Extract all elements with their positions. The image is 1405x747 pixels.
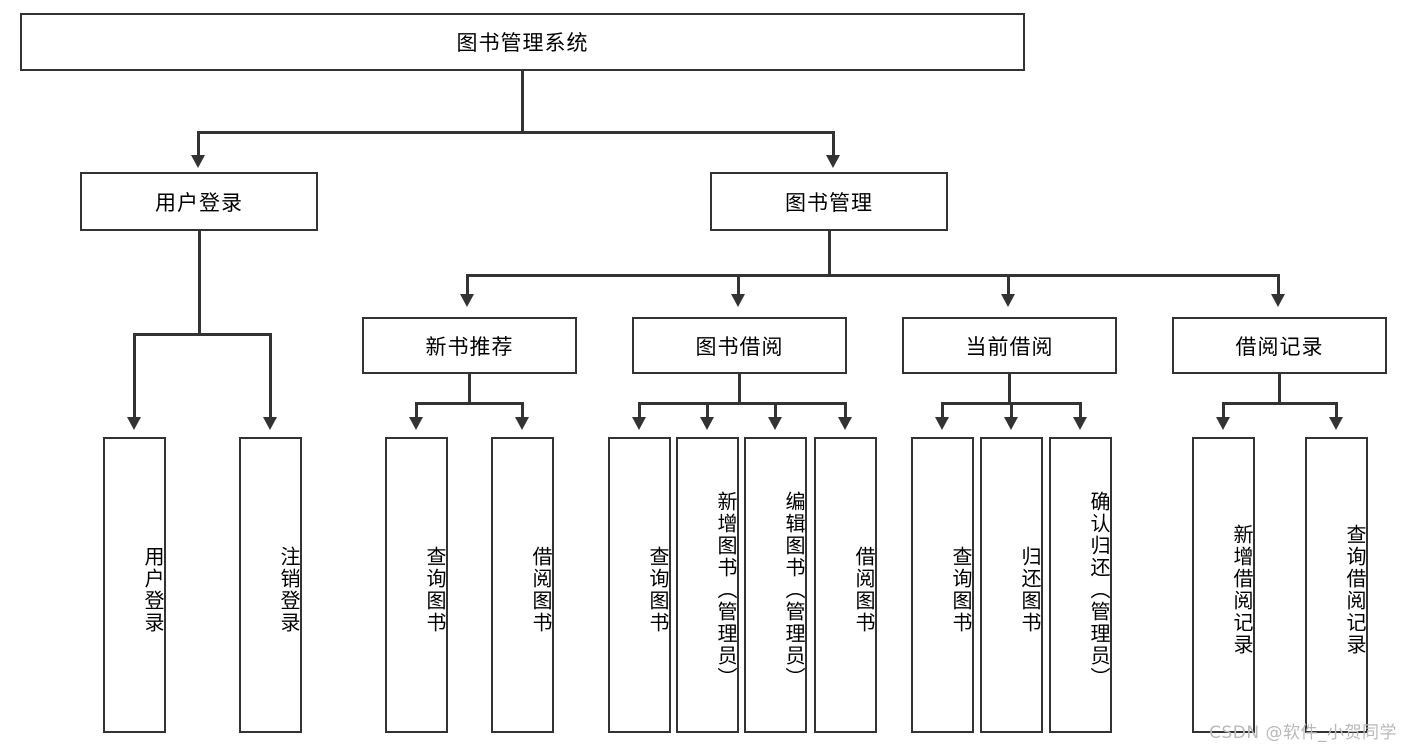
node-book-management[interactable]: 图书管理 (710, 172, 948, 231)
leaf-bb-borrow-book[interactable]: 借阅图书 (814, 437, 877, 733)
node-book-borrow[interactable]: 图书借阅 (632, 317, 847, 374)
node-label: 新增图书（管理员） (714, 491, 738, 689)
connector-to-new-book-recommend (466, 274, 469, 296)
arrow-bb-leaf-2 (700, 417, 714, 430)
leaf-nbr-query-book[interactable]: 查询图书 (385, 437, 448, 733)
arrow-to-book-management (826, 155, 840, 168)
connector-root-stem (521, 71, 524, 133)
node-label: 查询图书 (646, 546, 670, 634)
node-label: 借阅记录 (1235, 334, 1324, 359)
node-label: 当前借阅 (965, 334, 1054, 359)
connector-bb-leaf-3 (774, 402, 777, 419)
connector-new-book-recommend-bar (415, 402, 523, 405)
connector-br-leaf-1 (1222, 402, 1225, 419)
connector-user-login-bar (133, 333, 271, 336)
connector-to-borrow-record (1277, 274, 1280, 296)
leaf-bb-add-book-admin[interactable]: 新增图书（管理员） (676, 437, 739, 733)
connector-to-current-borrow (1007, 274, 1010, 296)
connector-book-management-bar (466, 274, 1280, 277)
node-root-book-management-system[interactable]: 图书管理系统 (20, 13, 1025, 71)
arrow-bb-leaf-3 (768, 417, 782, 430)
connector-user-login-leaf-1 (133, 333, 136, 419)
leaf-br-add-record[interactable]: 新增借阅记录 (1192, 437, 1255, 733)
connector-br-leaf-2 (1335, 402, 1338, 419)
arrow-user-login-leaf-2 (263, 417, 277, 430)
connector-current-borrow-stem (1008, 374, 1011, 404)
node-label: 新增借阅记录 (1230, 524, 1254, 656)
node-label: 查询图书 (423, 546, 447, 634)
arrow-br-leaf-2 (1329, 417, 1343, 430)
node-label: 编辑图书（管理员） (782, 491, 806, 689)
connector-user-login-stem (198, 231, 201, 335)
arrow-nbr-leaf-2 (515, 417, 529, 430)
connector-user-login-leaf-2 (269, 333, 272, 419)
connector-borrow-record-bar (1222, 402, 1337, 405)
node-label: 借阅图书 (529, 546, 553, 634)
node-label: 新书推荐 (425, 334, 514, 359)
connector-cb-leaf-3 (1079, 402, 1082, 419)
connector-book-borrow-bar (638, 402, 846, 405)
connector-book-borrow-stem (738, 374, 741, 404)
connector-borrow-record-stem (1278, 374, 1281, 404)
connector-bb-leaf-4 (844, 402, 847, 419)
connector-nbr-leaf-2 (521, 402, 524, 419)
connector-to-user-login (197, 131, 200, 157)
arrow-to-book-borrow (731, 294, 745, 307)
leaf-bb-query-book[interactable]: 查询图书 (608, 437, 671, 733)
connector-to-book-management (832, 131, 835, 157)
node-current-borrow[interactable]: 当前借阅 (902, 317, 1117, 374)
connector-cb-leaf-1 (941, 402, 944, 419)
connector-bb-leaf-1 (638, 402, 641, 419)
node-new-book-recommend[interactable]: 新书推荐 (362, 317, 577, 374)
node-label: 图书管理 (785, 190, 873, 215)
node-label: 查询借阅记录 (1343, 524, 1367, 656)
node-label: 用户登录 (141, 546, 165, 634)
node-label: 确认归还（管理员） (1087, 491, 1111, 689)
arrow-cb-leaf-2 (1004, 417, 1018, 430)
arrow-cb-leaf-1 (935, 417, 949, 430)
leaf-cb-return-book[interactable]: 归还图书 (980, 437, 1043, 733)
arrow-cb-leaf-3 (1073, 417, 1087, 430)
node-label: 图书借阅 (695, 334, 784, 359)
node-label: 图书管理系统 (456, 31, 589, 55)
node-label: 用户登录 (155, 190, 243, 215)
csdn-watermark: CSDN @软件_小贺同学 (1209, 723, 1397, 743)
node-borrow-record[interactable]: 借阅记录 (1172, 317, 1387, 374)
leaf-br-query-record[interactable]: 查询借阅记录 (1305, 437, 1368, 733)
connector-cb-leaf-2 (1010, 402, 1013, 419)
arrow-nbr-leaf-1 (409, 417, 423, 430)
arrow-to-borrow-record (1271, 294, 1285, 307)
leaf-cb-query-book[interactable]: 查询图书 (911, 437, 974, 733)
leaf-logout[interactable]: 注销登录 (239, 437, 302, 733)
arrow-br-leaf-1 (1216, 417, 1230, 430)
arrow-bb-leaf-4 (838, 417, 852, 430)
connector-new-book-recommend-stem (468, 374, 471, 404)
connector-root-bar (197, 131, 834, 134)
arrow-user-login-leaf-1 (127, 417, 141, 430)
arrow-to-new-book-recommend (460, 294, 474, 307)
arrow-to-user-login (191, 155, 205, 168)
node-label: 借阅图书 (852, 546, 876, 634)
connector-nbr-leaf-1 (415, 402, 418, 419)
connector-to-book-borrow (737, 274, 740, 296)
connector-bb-leaf-2 (706, 402, 709, 419)
node-label: 查询图书 (949, 546, 973, 634)
arrow-bb-leaf-1 (632, 417, 646, 430)
leaf-user-login[interactable]: 用户登录 (103, 437, 166, 733)
leaf-nbr-borrow-book[interactable]: 借阅图书 (491, 437, 554, 733)
node-label: 注销登录 (277, 546, 301, 634)
leaf-bb-edit-book-admin[interactable]: 编辑图书（管理员） (744, 437, 807, 733)
node-user-login[interactable]: 用户登录 (80, 172, 318, 231)
arrow-to-current-borrow (1001, 294, 1015, 307)
node-label: 归还图书 (1018, 546, 1042, 634)
connector-book-management-stem (828, 231, 831, 276)
leaf-cb-confirm-return-admin[interactable]: 确认归还（管理员） (1049, 437, 1112, 733)
